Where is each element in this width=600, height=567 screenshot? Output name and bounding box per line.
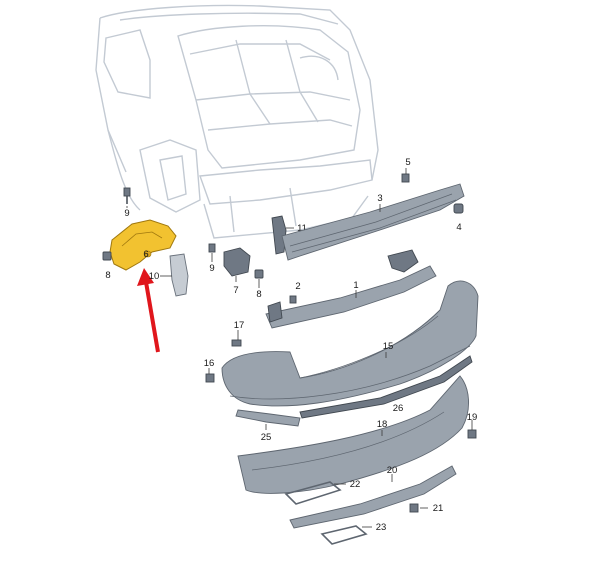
callout-25: 25	[261, 432, 272, 443]
callout-15: 15	[383, 341, 394, 352]
lower-trim-part-20[interactable]	[289, 465, 457, 529]
callout-16: 16	[204, 358, 215, 369]
bolt-part-5[interactable]	[401, 173, 410, 183]
bolt-part-9-left[interactable]	[123, 187, 131, 204]
exhaust-frame-part-23[interactable]	[320, 525, 368, 545]
callout-17: 17	[234, 320, 245, 331]
callout-22: 22	[350, 479, 361, 490]
exhaust-frame-part-22[interactable]	[284, 481, 342, 505]
callout-5: 5	[405, 157, 410, 168]
bumper-cover-part-15[interactable]	[221, 280, 479, 407]
callout-10: 10	[149, 271, 160, 282]
bolt-part-16[interactable]	[205, 373, 215, 383]
nut-part-8-mid[interactable]	[254, 269, 264, 279]
callout-9-mid: 9	[209, 263, 214, 274]
lower-diffuser-part-18[interactable]	[237, 375, 469, 494]
bracket-part-11[interactable]	[271, 215, 287, 255]
clip-part-19[interactable]	[467, 429, 477, 439]
trim-strip-part-26[interactable]	[299, 355, 473, 419]
reinforcement-bar-part-1[interactable]	[265, 249, 437, 329]
callout-1: 1	[353, 280, 358, 291]
callout-4: 4	[456, 222, 461, 233]
clip-part-2[interactable]	[289, 295, 297, 304]
callout-11: 11	[297, 223, 307, 234]
impact-absorber-part-3[interactable]	[281, 183, 465, 261]
callout-23: 23	[376, 522, 387, 533]
callout-8-mid: 8	[256, 289, 261, 300]
callout-3: 3	[377, 193, 382, 204]
nut-part-8-left[interactable]	[102, 251, 112, 261]
vehicle-body-outline	[95, 4, 379, 239]
callout-21: 21	[433, 503, 444, 514]
bolt-part-9-mid[interactable]	[208, 243, 216, 253]
red-arrow-icon	[137, 268, 160, 353]
callout-6: 6	[143, 249, 148, 260]
callout-20: 20	[387, 465, 398, 476]
callout-2: 2	[295, 281, 300, 292]
callout-18: 18	[377, 419, 388, 430]
clip-part-21[interactable]	[409, 503, 419, 513]
callout-8-left: 8	[105, 270, 110, 281]
nut-part-4[interactable]	[453, 203, 464, 214]
callout-26: 26	[393, 403, 404, 414]
callout-19: 19	[467, 412, 478, 423]
bracket-part-6[interactable]	[109, 219, 177, 271]
callout-7: 7	[233, 285, 238, 296]
clip-part-17[interactable]	[231, 339, 242, 347]
bracket-part-7[interactable]	[223, 247, 251, 277]
bracket-part-10[interactable]	[169, 253, 189, 297]
trim-strip-part-25[interactable]	[235, 409, 301, 427]
callout-9-left: 9	[124, 208, 129, 219]
